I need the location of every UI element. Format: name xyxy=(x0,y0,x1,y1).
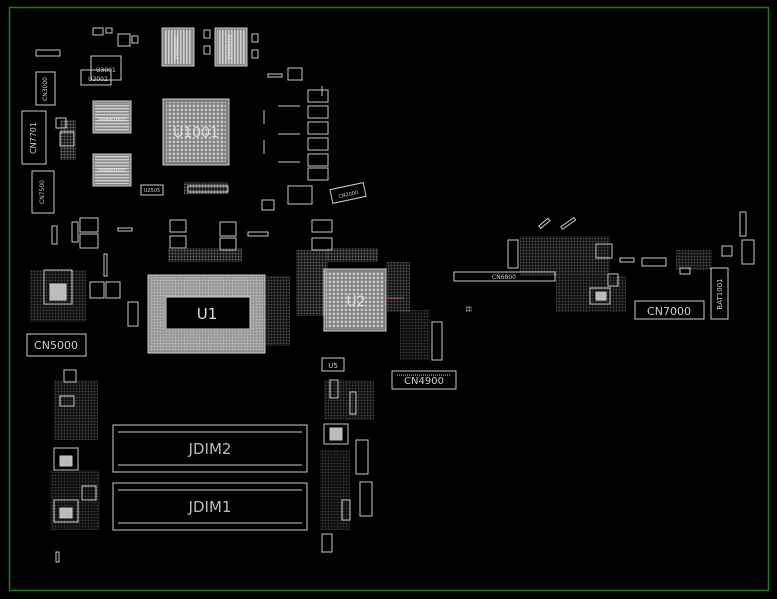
connector-cn2000-label: CN2000 xyxy=(338,190,359,200)
chip-u1001-label: U1001 xyxy=(173,125,219,141)
connector-cn4900[interactable]: CN4900 xyxy=(391,370,457,390)
connector-cn5000[interactable]: CN5000 xyxy=(26,333,87,357)
vram-1002-label: VRAM1002 xyxy=(98,168,125,174)
dimm-jdim1-label: JDIM1 xyxy=(188,498,232,516)
connector-cn6800[interactable]: CN6800 xyxy=(453,271,556,282)
connector-cn6800-label: CN6800 xyxy=(492,274,516,281)
chip-u3002-label: U3002 xyxy=(88,76,108,83)
connector-cn5000-label: CN5000 xyxy=(34,339,78,352)
vram-top-right-label: VRAM1004 xyxy=(227,35,233,60)
dimm-slot-jdim1[interactable]: JDIM1 xyxy=(112,482,308,531)
connector-cn2000[interactable]: CN2000 xyxy=(329,182,367,204)
connector-bat1001[interactable]: BAT1001 xyxy=(710,267,729,320)
board-outline xyxy=(8,6,770,592)
chip-u3002[interactable]: U3002 xyxy=(80,69,112,86)
pad-fields xyxy=(30,120,712,530)
connector-cn7000[interactable]: CN7000 xyxy=(634,300,705,320)
connector-cn3000[interactable]: CN3000 xyxy=(35,71,56,106)
connector-cn3000-label: CN3000 xyxy=(42,77,49,101)
connector-cn7500-label: CN7500 xyxy=(39,180,46,204)
vram-top-left[interactable]: VRAM1001 xyxy=(161,27,195,67)
vram-1003[interactable]: VRAM1003 xyxy=(92,100,132,134)
chip-u2505[interactable]: U2505 xyxy=(140,184,164,196)
connector-cn4900-label: CN4900 xyxy=(404,376,444,387)
vram-1002[interactable]: VRAM1002 xyxy=(92,153,132,187)
chip-u5-label: U5 xyxy=(328,362,338,370)
vram-top-right[interactable]: VRAM1004 xyxy=(214,27,248,67)
connector-cn7000-label: CN7000 xyxy=(647,305,691,318)
chip-u5[interactable]: U5 xyxy=(321,357,345,372)
chip-u1001[interactable]: U1001 xyxy=(162,98,230,166)
vram-top-left-label: VRAM1001 xyxy=(174,35,180,60)
dimm-jdim2-label: JDIM2 xyxy=(188,440,232,458)
chip-u2505-label: U2505 xyxy=(144,188,160,194)
connector-cn7500[interactable]: CN7500 xyxy=(31,170,55,214)
chip-u2[interactable]: U2 xyxy=(323,268,404,332)
connector-cn7701[interactable]: CN7701 xyxy=(21,110,47,165)
chip-u1[interactable]: U1 xyxy=(147,274,266,354)
dimm-slot-jdim2[interactable]: JDIM2 xyxy=(112,424,308,473)
connector-cn7701-label: CN7701 xyxy=(29,122,38,154)
chip-u2-label: U2 xyxy=(346,294,365,310)
vram-1003-label: VRAM1003 xyxy=(98,117,125,123)
connector-bat1001-label: BAT1001 xyxy=(716,278,724,309)
chip-u1-label: U1 xyxy=(197,305,218,323)
